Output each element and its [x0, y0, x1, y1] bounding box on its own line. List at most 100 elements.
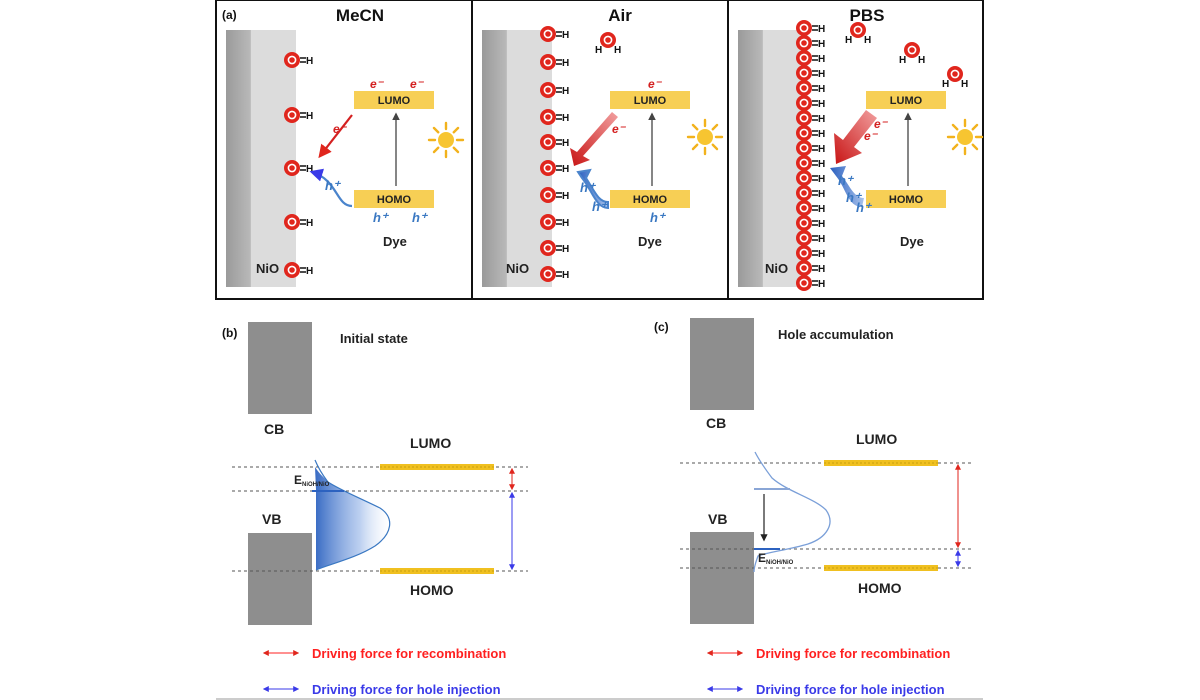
sun-ray: [432, 146, 440, 154]
surface-oh-molecule: H: [540, 187, 569, 203]
lumo-label: LUMO: [634, 95, 667, 107]
subpanel-title: Air: [608, 6, 632, 25]
surface-oh-molecule: H: [540, 214, 569, 230]
oxygen-atom-ring: [799, 158, 809, 168]
sun-ray: [951, 143, 959, 151]
surface-oh-molecule: H: [796, 50, 825, 66]
recombination-arrow: [834, 110, 877, 164]
hydrogen-atom: H: [899, 55, 906, 66]
oxygen-atom: [947, 66, 963, 82]
hydrogen-atom: H: [818, 204, 825, 215]
oxygen-atom-ring: [543, 269, 553, 279]
sun-ray: [452, 146, 460, 154]
subpanel-title: MeCN: [336, 6, 384, 25]
panel-b-label: (b): [222, 326, 237, 340]
oxygen-atom: [796, 110, 812, 126]
panel-c: (c) Hole accumulation CB VB ENiOH/NiO LU…: [654, 318, 972, 697]
oxygen-atom-ring: [799, 68, 809, 78]
surface-oh-molecule: H: [796, 65, 825, 81]
oxygen-atom: [540, 82, 556, 98]
sun-disc: [697, 129, 713, 145]
oxygen-atom: [796, 230, 812, 246]
lumo-bar: [610, 91, 690, 109]
sun-icon: [686, 118, 724, 156]
hydrogen-atom: H: [614, 45, 621, 56]
oxygen-atom-ring: [799, 203, 809, 213]
oxygen-atom-ring: [799, 113, 809, 123]
sun-ray: [971, 123, 979, 131]
hydrogen-atom: H: [595, 45, 602, 56]
oxygen-atom-ring: [287, 217, 297, 227]
eredox-label: ENiOH/NiO: [758, 551, 794, 566]
sun-ray: [452, 126, 460, 134]
hydrogen-atom: H: [918, 55, 925, 66]
sun-ray: [432, 126, 440, 134]
surface-oh-molecule: H: [796, 230, 825, 246]
oxygen-atom: [796, 35, 812, 51]
hydrogen-atom: H: [942, 79, 949, 90]
hydrogen-atom: H: [818, 144, 825, 155]
oxygen-atom: [284, 107, 300, 123]
hydrogen-atom: H: [562, 58, 569, 69]
panel-b: (b) Initial state CB VB ENiOH/NiO LUMO H…: [222, 322, 528, 697]
oxygen-atom: [540, 134, 556, 150]
oxygen-atom: [796, 95, 812, 111]
homo-label: HOMO: [410, 582, 454, 598]
nio-label: NiO: [506, 261, 529, 276]
hydrogen-atom: H: [306, 266, 313, 277]
lumo-bar: [354, 91, 434, 109]
oxygen-atom-ring: [603, 35, 613, 45]
dye-label: Dye: [383, 234, 407, 249]
panel-a-label: (a): [222, 8, 237, 22]
surface-oh-molecule: H: [284, 160, 313, 176]
oxygen-atom-ring: [907, 45, 917, 55]
oxygen-atom: [284, 52, 300, 68]
oxygen-atom-ring: [799, 38, 809, 48]
eredox-subscript: NiOH/NiO: [766, 560, 794, 566]
hole-label: h⁺: [325, 178, 342, 193]
homo-bar: [354, 190, 434, 208]
electron-label: e⁻: [648, 77, 663, 91]
hydrogen-atom: H: [562, 138, 569, 149]
vb-label: VB: [708, 511, 727, 527]
surface-oh-molecule: H: [796, 260, 825, 276]
oxygen-atom-ring: [543, 29, 553, 39]
surface-oh-molecule: H: [796, 95, 825, 111]
hydrogen-atom: H: [818, 69, 825, 80]
valence-band: [690, 532, 754, 624]
sun-icon: [946, 118, 984, 156]
oxygen-atom: [540, 54, 556, 70]
hydrogen-atom: H: [818, 84, 825, 95]
oxygen-atom-ring: [799, 188, 809, 198]
oxygen-atom-ring: [950, 69, 960, 79]
hydrogen-atom: H: [818, 249, 825, 260]
hydrogen-atom: H: [818, 219, 825, 230]
oxygen-atom-ring: [799, 143, 809, 153]
nio-electrode: [482, 30, 552, 287]
oxygen-atom-ring: [799, 53, 809, 63]
oxygen-atom: [796, 20, 812, 36]
surface-oh-molecule: H: [796, 185, 825, 201]
oxygen-atom-ring: [799, 83, 809, 93]
oxygen-atom: [540, 266, 556, 282]
hole-injection-arrow: [576, 168, 609, 210]
oxygen-atom-ring: [543, 163, 553, 173]
legend-injection: Driving force for hole injection: [312, 682, 501, 697]
hole-label: h⁺: [373, 210, 390, 225]
legend-injection: Driving force for hole injection: [756, 682, 945, 697]
electron-label: e⁻: [874, 117, 889, 131]
density-of-states-outline: [314, 459, 391, 571]
surface-oh-molecule: H: [540, 240, 569, 256]
hydrogen-atom: H: [306, 111, 313, 122]
surface-oh-molecule: H: [284, 107, 313, 123]
cb-label: CB: [264, 421, 284, 437]
oxygen-atom: [600, 32, 616, 48]
homo-label: HOMO: [633, 194, 668, 206]
